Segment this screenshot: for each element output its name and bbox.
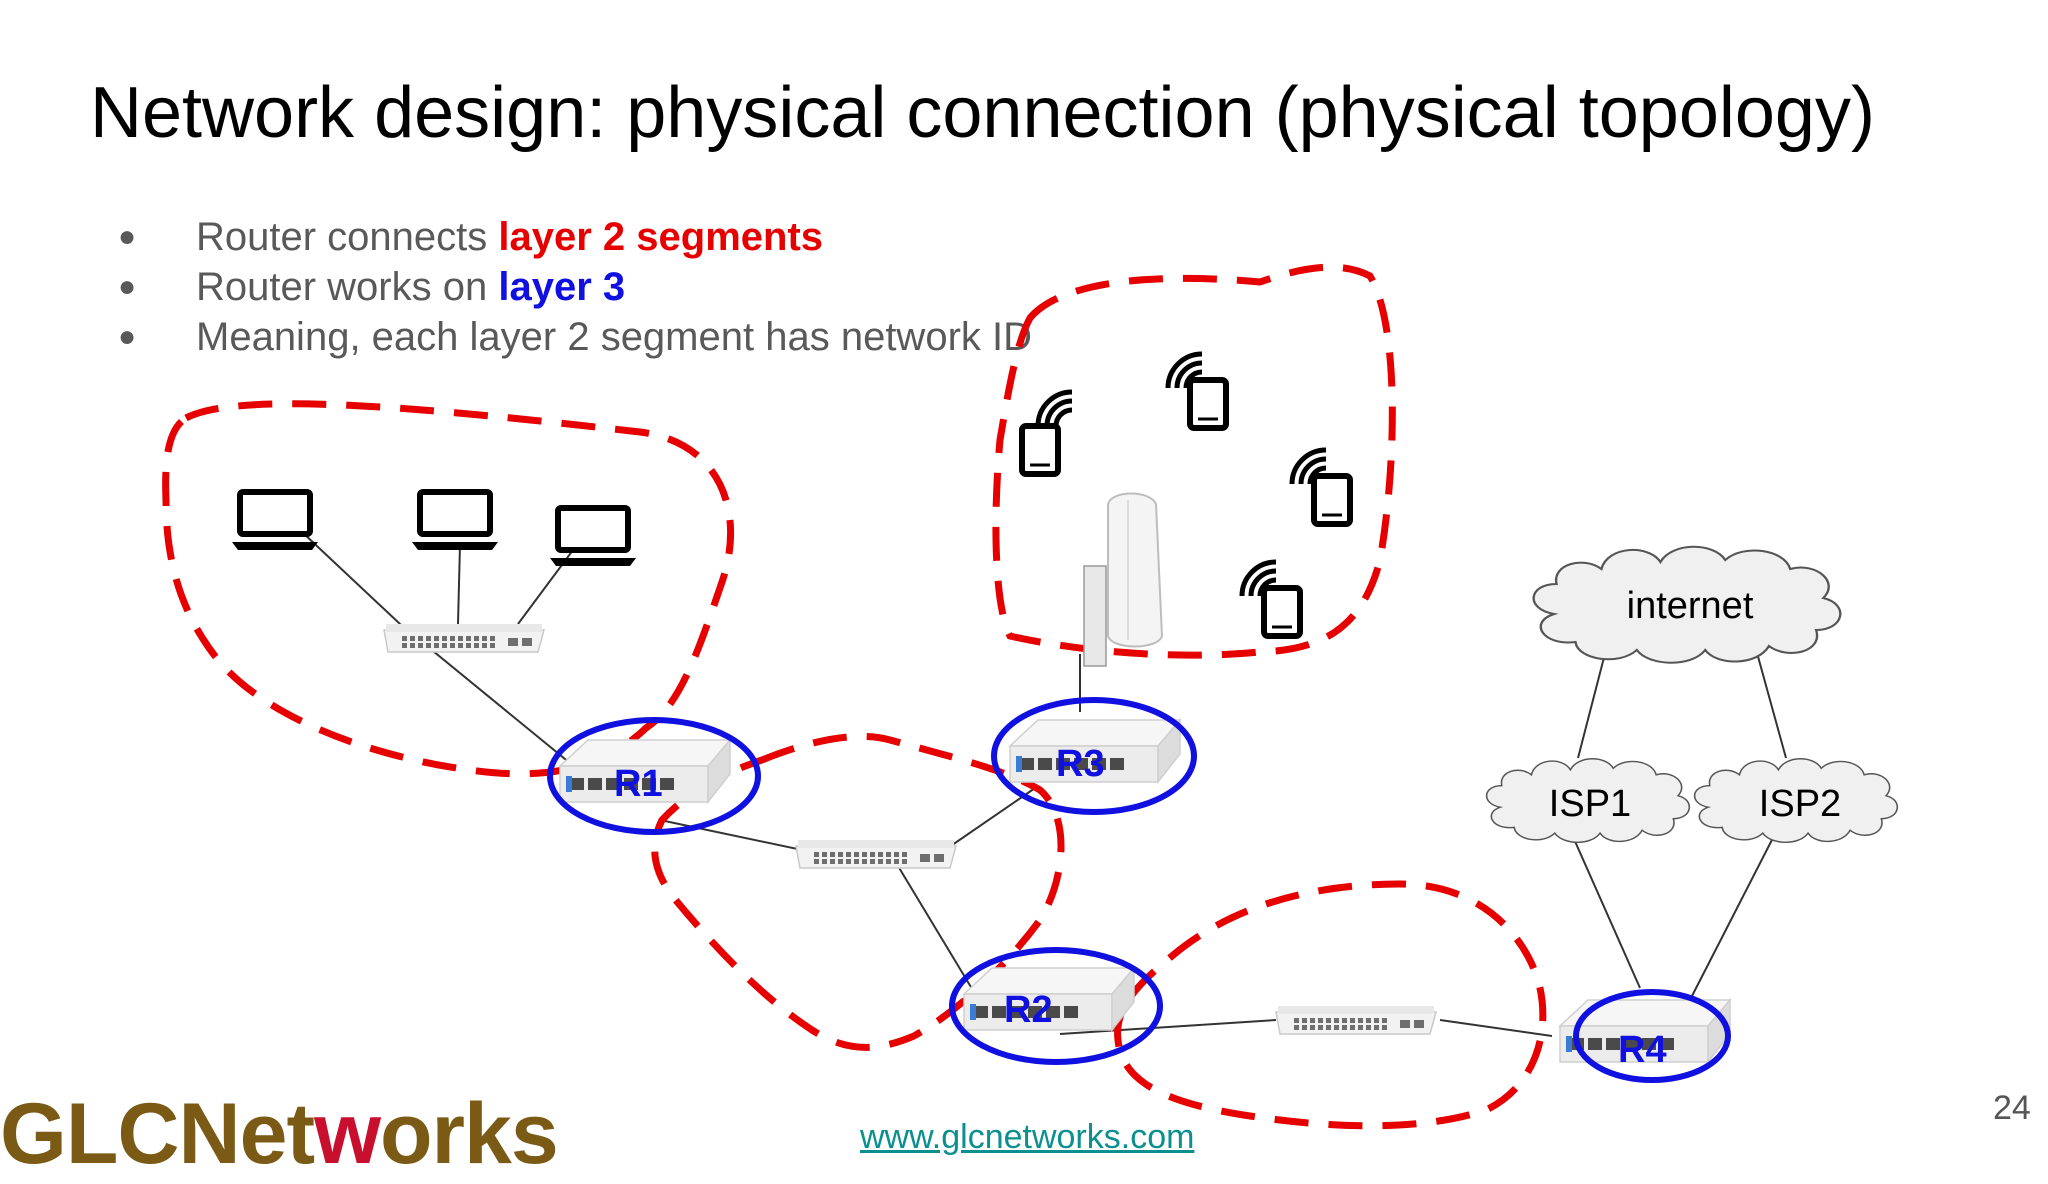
tablet-wifi-icon: [1022, 392, 1072, 474]
access-point-icon: [1083, 492, 1164, 667]
cloud-label-internet: internet: [1627, 585, 1754, 627]
segment-wireless-boundary: [992, 263, 1396, 659]
switch-icon: [383, 623, 545, 653]
cloud-label-isp1: ISP1: [1549, 783, 1631, 825]
router-label-r4: R4: [1618, 1029, 1667, 1071]
laptop-icon: [550, 508, 636, 566]
segment-r2-r4-boundary: [1114, 880, 1547, 1130]
tablet-wifi-icon: [1242, 562, 1300, 636]
router-label-r1: R1: [614, 763, 663, 805]
switch-icon: [795, 839, 957, 869]
logo-text-1: GLCNet: [0, 1086, 315, 1182]
bullet-text: Meaning, each layer 2 segment has networ…: [196, 315, 1032, 359]
bullet-dot-icon: ●: [118, 270, 137, 303]
bullet-text: Router connects: [196, 215, 499, 259]
glcnetworks-logo: GLCNetworks: [0, 1085, 559, 1184]
bullet-dot-icon: ●: [118, 320, 137, 353]
page-number: 24: [1993, 1089, 2031, 1127]
bullet-list: ● Router connects layer 2 segments ● Route…: [118, 212, 1032, 362]
segment-r1-r2-r3-boundary: [651, 732, 1065, 1051]
cloud-label-isp2: ISP2: [1759, 783, 1841, 825]
tablet-wifi-icon: [1292, 450, 1350, 524]
router-highlights: [547, 697, 1731, 1083]
logo-text-3: orks: [380, 1086, 559, 1182]
laptop-icon: [412, 492, 498, 550]
logo-text-2: w: [314, 1086, 381, 1182]
bullet-text: Router works on: [196, 265, 499, 309]
switch-icon: [1275, 1005, 1437, 1035]
tablet-wifi-icon: [1168, 354, 1226, 428]
router-label-r2: R2: [1004, 989, 1053, 1031]
bullet-item: ● Router connects layer 2 segments: [118, 212, 1032, 262]
laptop-icon: [232, 492, 318, 550]
bullet-dot-icon: ●: [118, 220, 137, 253]
footer-website-link[interactable]: www.glcnetworks.com: [860, 1118, 1195, 1156]
bullet-highlight: layer 3: [498, 265, 626, 309]
router-label-r3: R3: [1056, 743, 1105, 785]
bullet-item: ● Router works on layer 3: [118, 262, 1032, 312]
bullet-highlight: layer 2 segments: [498, 215, 824, 259]
bullet-item: ● Meaning, each layer 2 segment has netwo…: [118, 312, 1032, 362]
network-topology-diagram: R1 R2 R3 R4 internet ISP1 ISP2: [162, 263, 1899, 1130]
layer2-segment-boundaries: [162, 263, 1547, 1130]
slide-title: Network design: physical connection (phy…: [90, 73, 1875, 153]
